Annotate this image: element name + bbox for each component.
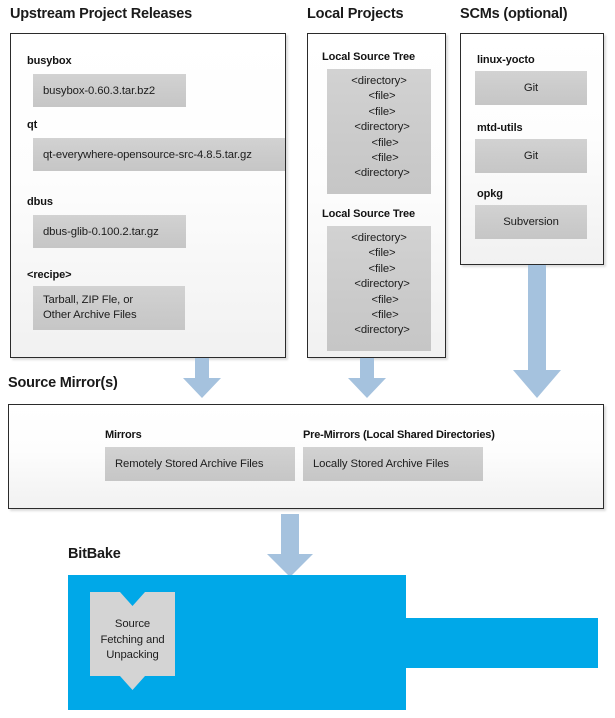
mirror-group-value-premirrors: Locally Stored Archive Files xyxy=(303,447,483,481)
bitbake-task-source-fetching xyxy=(90,592,175,695)
tree-line: <file> xyxy=(362,105,396,118)
task-line1: Source xyxy=(114,618,151,630)
section-title-source-mirror: Source Mirror(s) xyxy=(8,375,118,391)
section-title-upstream: Upstream Project Releases xyxy=(10,6,192,22)
scm-item-value-opkg: Subversion xyxy=(475,205,587,239)
arrow-scms-to-mirror xyxy=(513,265,561,398)
tree-line: <directory> xyxy=(348,278,410,291)
tree-line: <directory> xyxy=(351,232,407,244)
tree-line: <directory> xyxy=(348,324,410,337)
bitbake-task-label: Source Fetching and Unpacking xyxy=(90,617,175,664)
upstream-item-value-busybox: busybox-0.60.3.tar.bz2 xyxy=(33,74,186,107)
tree-line: <file> xyxy=(359,152,399,165)
local-source-tree-2: <directory> <file> <file> <directory> <f… xyxy=(327,226,431,351)
mirror-group-label-premirrors: Pre-Mirrors (Local Shared Directories) xyxy=(303,429,495,441)
arrow-upstream-to-mirror xyxy=(183,358,221,398)
mirror-group-label-mirrors: Mirrors xyxy=(105,429,142,441)
section-title-scms: SCMs (optional) xyxy=(460,6,568,22)
local-tree-label-1: Local Source Tree xyxy=(322,51,416,63)
section-title-local-projects: Local Projects xyxy=(307,6,404,22)
recipe-value-line1: Tarball, ZIP Fle, or xyxy=(43,294,134,306)
tree-line: <directory> xyxy=(348,121,410,134)
section-title-bitbake: BitBake xyxy=(68,546,121,562)
upstream-item-value-recipe: Tarball, ZIP Fle, or Other Archive Files xyxy=(33,286,185,330)
scm-item-label-opkg: opkg xyxy=(477,188,503,200)
panel-upstream: busybox busybox-0.60.3.tar.bz2 qt qt-eve… xyxy=(10,33,286,358)
tree-line: <directory> xyxy=(348,167,410,180)
task-line3: Unpacking xyxy=(106,649,159,661)
tree-line: <file> xyxy=(362,247,396,260)
local-tree-label-2: Local Source Tree xyxy=(322,208,416,220)
arrow-local-to-mirror xyxy=(348,358,386,398)
tree-line: <file> xyxy=(359,293,399,306)
bitbake-extension-bar xyxy=(406,618,598,668)
scm-item-value-mtd-utils: Git xyxy=(475,139,587,173)
upstream-item-label-busybox: busybox xyxy=(27,55,72,67)
scm-item-value-linux-yocto: Git xyxy=(475,71,587,105)
tree-line: <file> xyxy=(362,90,396,103)
local-source-tree-1: <directory> <file> <file> <directory> <f… xyxy=(327,69,431,194)
tree-line: <directory> xyxy=(351,75,407,87)
scm-item-label-mtd-utils: mtd-utils xyxy=(477,122,523,134)
upstream-item-label-qt: qt xyxy=(27,119,38,131)
upstream-item-value-dbus: dbus-glib-0.100.2.tar.gz xyxy=(33,215,186,248)
upstream-item-label-recipe: <recipe> xyxy=(27,269,72,281)
tree-line: <file> xyxy=(362,262,396,275)
upstream-item-value-qt: qt-everywhere-opensource-src-4.8.5.tar.g… xyxy=(33,138,285,171)
task-line2: Fetching and xyxy=(100,633,165,646)
arrow-mirror-to-bitbake xyxy=(267,514,313,577)
mirror-group-value-mirrors: Remotely Stored Archive Files xyxy=(105,447,295,481)
tree-line: <file> xyxy=(359,309,399,322)
recipe-value-line2: Other Archive Files xyxy=(43,309,137,321)
tree-line: <file> xyxy=(359,136,399,149)
scm-item-label-linux-yocto: linux-yocto xyxy=(477,54,535,66)
panel-scms: linux-yocto Git mtd-utils Git opkg Subve… xyxy=(460,33,604,265)
panel-local-projects: Local Source Tree <directory> <file> <fi… xyxy=(307,33,446,358)
panel-source-mirror: Mirrors Remotely Stored Archive Files Pr… xyxy=(8,404,604,509)
upstream-item-label-dbus: dbus xyxy=(27,196,53,208)
